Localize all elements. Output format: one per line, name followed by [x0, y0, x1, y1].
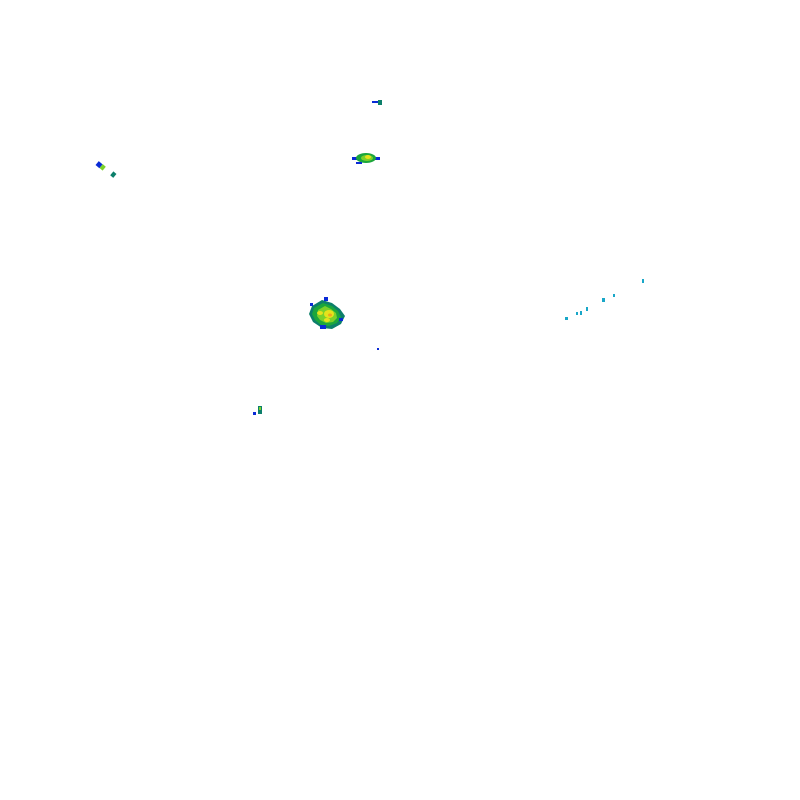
echo-cluster-northwest — [95, 161, 117, 178]
echo-speck-center — [377, 348, 379, 350]
echo-cluster-southwest — [253, 406, 262, 415]
echo-cluster-north — [372, 100, 382, 105]
echo-cluster-central-storm — [309, 297, 345, 329]
echo-cluster-east-streak — [565, 279, 644, 320]
echo-cluster-north-center — [352, 153, 380, 164]
